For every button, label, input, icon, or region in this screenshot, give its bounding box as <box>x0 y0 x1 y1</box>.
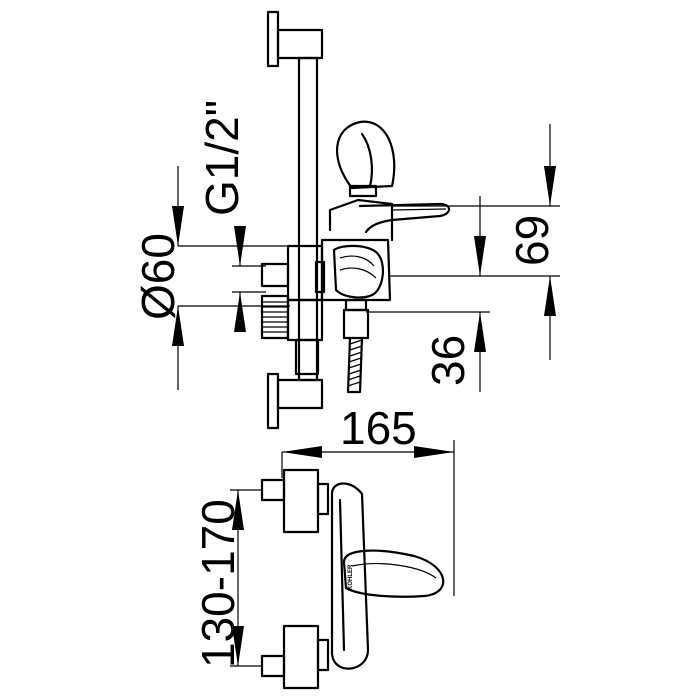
mixer-body-side <box>320 198 451 302</box>
width-label: 165 <box>340 402 417 454</box>
brand-mark: KOHLER <box>348 564 354 590</box>
mixer-body-front: KOHLER <box>330 482 445 670</box>
width-dimension <box>281 440 455 596</box>
upper-connection <box>260 468 330 534</box>
bottom-wall-bracket <box>266 372 324 430</box>
thread-dimension <box>232 226 266 332</box>
thread-label: G1/2" <box>196 100 248 216</box>
height-lower-label: 36 <box>422 335 474 386</box>
height-lower-dimension <box>366 311 490 392</box>
shower-rail <box>297 56 319 382</box>
side-connections <box>260 244 326 376</box>
front-view: KOHLER <box>230 440 455 690</box>
height-upper-dimension <box>388 124 560 360</box>
side-view <box>172 10 560 430</box>
shower-hose <box>342 298 370 394</box>
diameter-dimension <box>172 166 290 390</box>
lower-connection <box>260 624 330 690</box>
diameter-label: Ø60 <box>132 233 184 320</box>
height-upper-label: 69 <box>506 215 558 266</box>
hand-shower-head <box>336 120 396 198</box>
spacing-dimension <box>230 489 262 667</box>
spacing-label: 130-170 <box>192 499 244 668</box>
